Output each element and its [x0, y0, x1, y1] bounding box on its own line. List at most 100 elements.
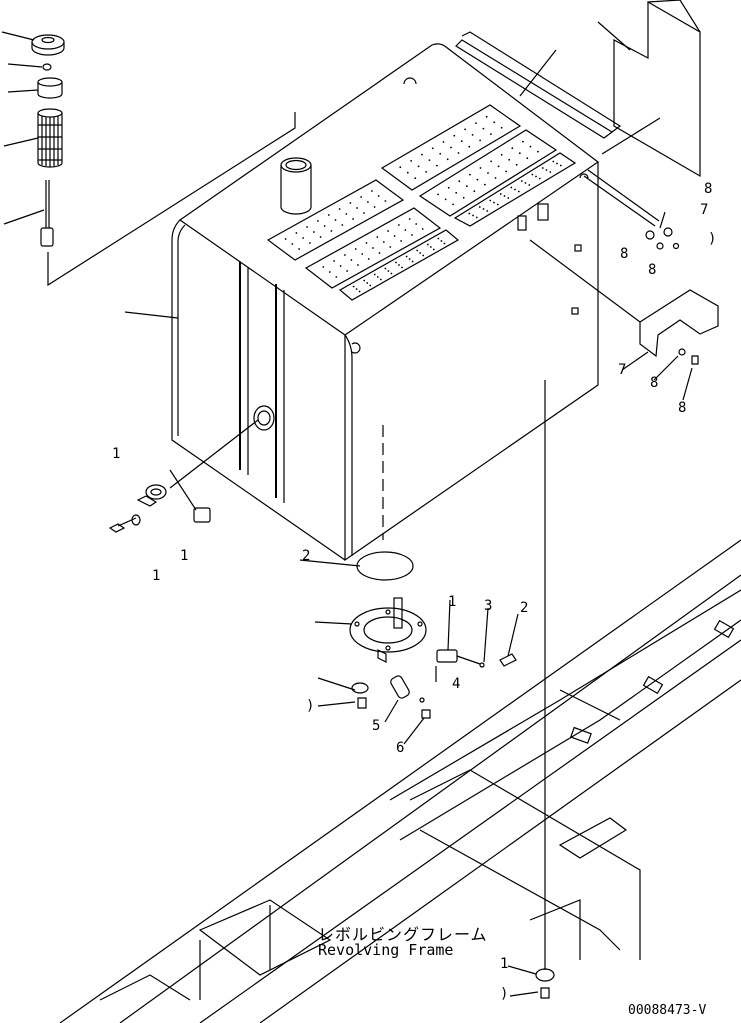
- plate-dot: [382, 241, 385, 243]
- callout-number: 2: [302, 548, 311, 564]
- leader-line: [169, 419, 259, 489]
- plate-dot: [344, 254, 346, 256]
- plate-dot: [518, 152, 521, 155]
- plate-dot: [476, 178, 479, 181]
- plate-dot: [355, 288, 358, 290]
- callout-number: 1: [112, 446, 121, 462]
- dipstick-icon: [40, 180, 54, 247]
- plate-dot: [482, 127, 485, 130]
- plate-dot: [317, 220, 319, 222]
- plate-dot: [442, 141, 445, 143]
- strainer-neck-icon: [37, 77, 63, 99]
- leader-line: [597, 21, 631, 51]
- plate-dot: [496, 203, 499, 206]
- plate-dot: [372, 247, 374, 249]
- plate-dot: [417, 165, 420, 168]
- leader-line: [3, 209, 45, 225]
- plate-dot: [520, 180, 523, 182]
- plate-dot: [505, 170, 507, 173]
- plate-dot: [404, 229, 407, 231]
- plate-dot: [508, 158, 511, 161]
- plate-dot: [376, 236, 379, 238]
- tie-rod: [583, 169, 660, 227]
- revolving-frame: [59, 539, 741, 1023]
- plate-dot: [425, 171, 427, 173]
- plate-dot: [352, 285, 355, 288]
- callout-number: 8: [620, 246, 629, 262]
- plate-dot: [405, 255, 408, 258]
- plate-dot: [377, 195, 380, 197]
- plate-dot: [378, 252, 381, 254]
- plate-dot: [367, 258, 370, 260]
- plate-dot: [373, 273, 376, 276]
- plate-dot: [526, 157, 529, 160]
- plate-dot: [319, 236, 322, 238]
- plate-dot: [455, 191, 458, 194]
- frame-hardware: [535, 968, 555, 999]
- strainer-basket-icon: [37, 108, 63, 168]
- plate-dot: [395, 261, 397, 264]
- plate-dot: [376, 276, 379, 278]
- plate-dot: [500, 126, 503, 129]
- plate-dot: [389, 246, 392, 248]
- plate-dot: [422, 254, 425, 257]
- plate-dot: [328, 271, 331, 273]
- plate-dot: [346, 270, 348, 272]
- plate-dot: [387, 270, 390, 272]
- plate-dot: [333, 260, 335, 262]
- plate-dot: [475, 122, 477, 124]
- plate-dot: [440, 240, 443, 242]
- plate-dot: [528, 184, 531, 186]
- plate-dot: [471, 134, 474, 136]
- plate-dot: [419, 252, 422, 254]
- plate-dot: [559, 164, 562, 167]
- sender-parts: [351, 649, 517, 719]
- callout-number: ): [500, 986, 509, 1002]
- plate-dot: [334, 219, 337, 221]
- plate-dot: [465, 185, 468, 188]
- plate-dot: [408, 218, 411, 220]
- plate-dot: [365, 242, 368, 244]
- plate-dot: [309, 242, 311, 244]
- callout-number: 7: [618, 362, 627, 378]
- plate-dot: [295, 232, 298, 234]
- plate-dot: [490, 133, 492, 136]
- plate-dot: [352, 218, 354, 220]
- plate-dot: [363, 212, 365, 214]
- plate-dot: [545, 169, 548, 171]
- plate-dot: [464, 128, 466, 131]
- plate-dot: [437, 237, 440, 240]
- plate-dot: [357, 264, 359, 266]
- plate-dot: [510, 186, 513, 189]
- anti-slip-plate: [266, 104, 577, 301]
- plate-dot: [482, 208, 485, 210]
- plate-dot: [369, 284, 372, 287]
- plate-dot: [489, 199, 492, 202]
- plate-dot: [537, 150, 539, 153]
- plate-dot: [345, 213, 348, 215]
- leader-line: [519, 49, 557, 97]
- plate-dot: [485, 115, 488, 118]
- bracket-bolt: [678, 348, 699, 365]
- plate-dot: [529, 145, 532, 148]
- leader-line: [3, 137, 39, 147]
- plate-dot: [421, 228, 424, 230]
- plate-dot: [436, 164, 438, 167]
- plate-dot: [428, 159, 431, 162]
- rubber-block: [613, 0, 701, 178]
- plate-dot: [360, 196, 362, 198]
- plate-dot: [447, 186, 450, 189]
- callout-number: 1: [152, 568, 161, 584]
- callout-leaders: [124, 211, 693, 997]
- plate-dot: [493, 201, 495, 204]
- plate-dot: [473, 190, 476, 193]
- frame-label-english: Revolving Frame: [318, 941, 454, 959]
- plate-dot: [390, 272, 393, 275]
- plate-dot: [327, 214, 330, 216]
- leader-line: [7, 63, 43, 68]
- plate-dot: [284, 238, 287, 240]
- plate-dot: [484, 183, 486, 186]
- small-seal-icon: [42, 63, 52, 71]
- plate-dot: [462, 196, 465, 199]
- mounting-bracket: [639, 289, 719, 358]
